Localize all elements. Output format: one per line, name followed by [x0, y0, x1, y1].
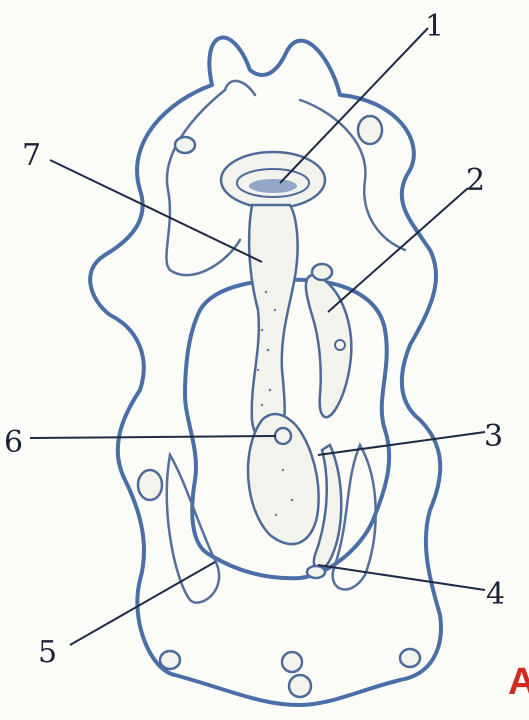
bottom-opening-lower — [289, 675, 311, 697]
right-duct-bulb — [312, 264, 332, 280]
mid-left-opening — [138, 470, 162, 500]
label-7: 7 — [22, 138, 41, 173]
label-4: 4 — [486, 577, 505, 612]
lower-right-opening — [400, 649, 420, 667]
label-1: 1 — [425, 9, 444, 44]
pointer-line-6 — [30, 436, 276, 438]
lower-left-opening — [160, 651, 180, 669]
bottom-opening-upper — [282, 652, 302, 672]
panel-letter: A — [508, 661, 529, 703]
pointer-line-3 — [318, 432, 485, 455]
label-2: 2 — [466, 163, 485, 198]
pointer-line-2 — [328, 188, 468, 312]
label-6: 6 — [4, 425, 23, 460]
upper-left-opening — [175, 137, 195, 153]
pore-6 — [275, 428, 291, 444]
central-stem — [249, 205, 297, 442]
upper-right-opening — [358, 116, 382, 144]
lower-tube-opening — [307, 566, 325, 578]
pointer-line-1 — [280, 28, 428, 183]
top-disc-core — [249, 179, 297, 193]
label-5: 5 — [38, 635, 57, 670]
label-3: 3 — [484, 419, 503, 454]
pointer-line-4 — [318, 565, 485, 590]
